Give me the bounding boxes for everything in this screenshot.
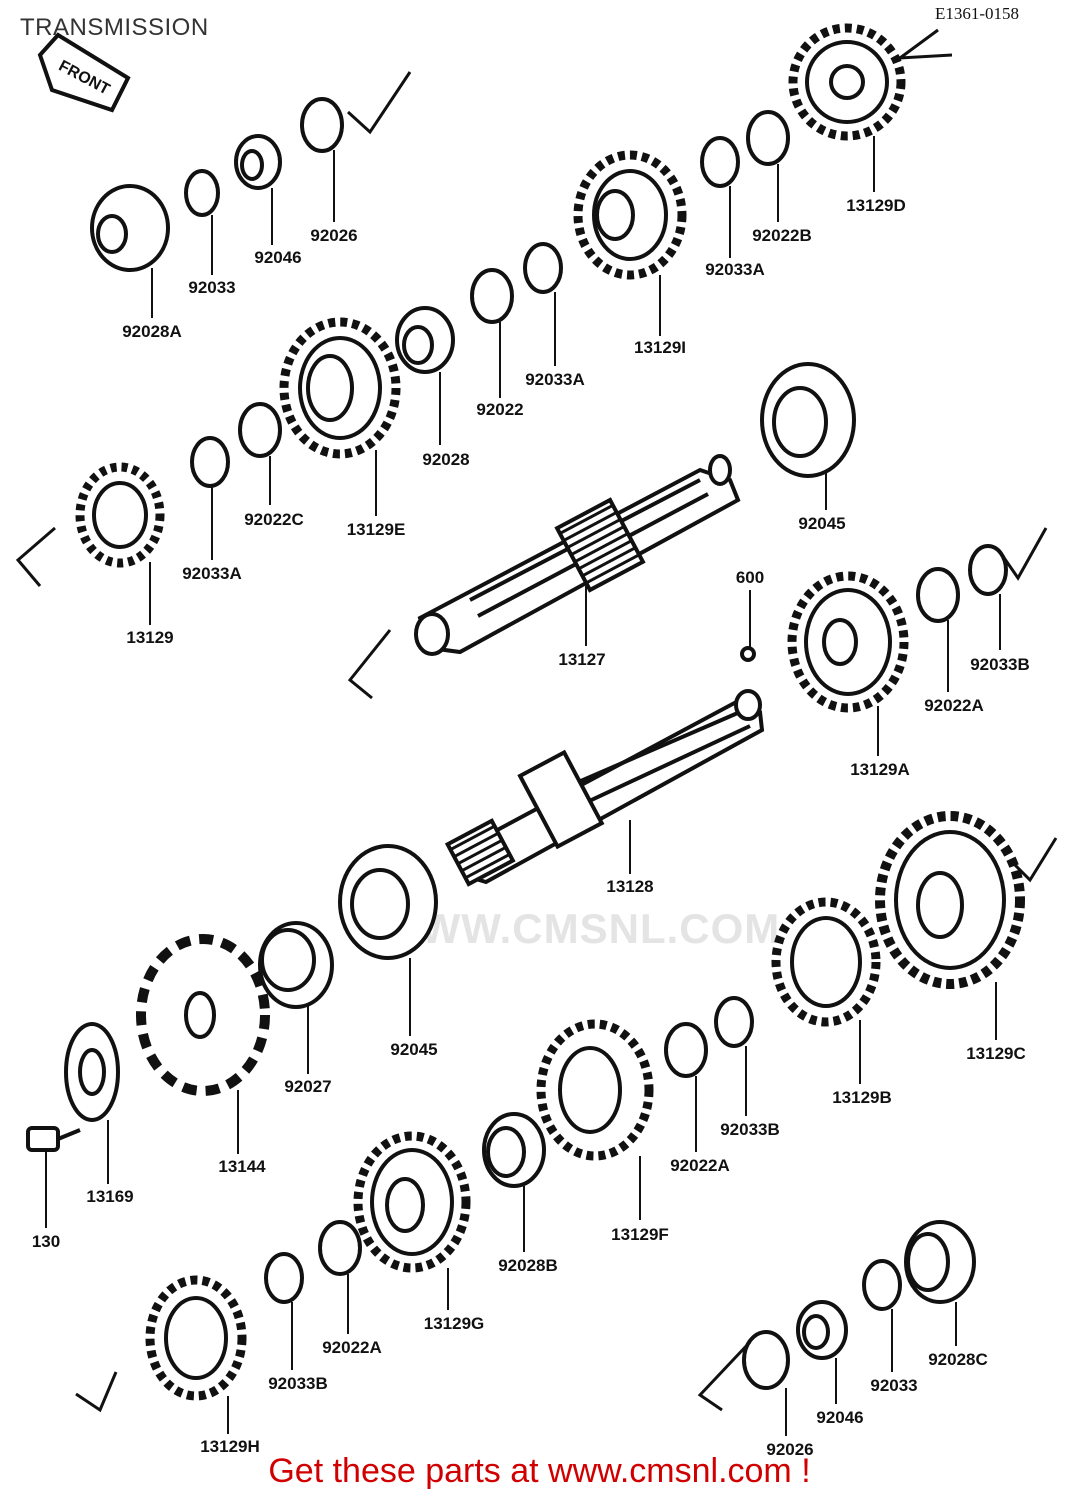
part-label: 92033A [705,260,765,279]
circlip-92033A-3 [190,436,230,488]
ball-bearing-92045-lower [338,844,438,960]
part-label: 92028C [928,1350,988,1369]
gear-13129A [787,571,909,713]
washer-92022A-1 [916,567,960,623]
washer-92026-lower [742,1330,790,1390]
part-label: 92022 [476,400,524,419]
gear-13129 [75,462,165,568]
bushing-92028B [482,1112,546,1188]
part-label: 13169 [86,1187,134,1206]
part-label: 13127 [558,650,606,669]
part-label: 92033B [970,655,1030,674]
part-label: 13129F [611,1225,669,1244]
watermark: WWW.CMSNL.COM [380,905,781,952]
ball-bearing-92045-upper [760,362,856,478]
part-label: 13129H [200,1437,260,1456]
part-label: 13128 [606,877,654,896]
gear-13129H [145,1275,247,1401]
shaft-13128 [444,689,765,887]
part-label: 13129C [966,1044,1026,1063]
front-arrow-icon: FRONT [37,32,131,113]
gear-13129I [573,150,687,280]
footer-cta-link[interactable]: Get these parts at www.cmsnl.com ! [268,1452,811,1490]
gear-13129F [536,1019,654,1161]
gear-13129D [788,23,906,141]
bushing-92028A [90,184,170,272]
part-label: 92026 [310,226,358,245]
gear-13144 [136,934,270,1096]
part-label: 13129A [850,760,910,779]
gear-13129B [771,897,881,1027]
part-label: 130 [31,1232,61,1251]
part-label: 92033A [525,370,585,389]
part-label: 13129 [126,628,174,647]
part-label: 92028B [498,1256,558,1275]
part-label: 13129I [634,338,686,357]
part-label: 92028A [122,322,182,341]
part-label: 92033 [188,278,236,297]
circlip-92033B-2 [714,996,754,1048]
plate-13169 [64,1022,120,1122]
washer-92022C [238,402,282,458]
part-label: 13129B [832,1088,892,1107]
leader-lines [45,136,1001,1436]
needle-bearing-92046-lower [796,1300,848,1360]
part-label: 92045 [798,514,846,533]
part-label: 92022B [752,226,812,245]
part-label: 13129G [423,1314,485,1333]
part-label: 92045 [390,1040,438,1059]
circlip-92033A-2 [523,242,563,294]
part-label: 13144 [218,1157,266,1176]
part-label: 92028 [422,450,470,469]
part-label: 92022C [244,510,304,529]
part-label: 13129D [846,196,906,215]
diagram-code: E1361-0158 [935,4,1020,23]
bolt-130 [26,1126,81,1152]
page-title: TRANSMISSION [20,14,209,41]
bushing-92028C [904,1220,976,1304]
part-label: 600 [735,568,765,587]
washer-92026 [300,97,344,153]
circlip-92033-lower [862,1259,902,1311]
washer-92022A-2 [664,1022,708,1078]
part-label: 92022A [924,696,984,715]
circlip-92033B-3 [264,1252,304,1304]
part-label: 92046 [254,248,302,267]
part-label: 92033B [720,1120,780,1139]
collar-92027 [258,921,334,1009]
part-label: 92046 [816,1408,864,1427]
gear-13129C [875,811,1025,989]
circlip-92033A-1 [700,136,740,188]
circlip-92033B-1 [968,544,1008,596]
axis-chevrons [15,28,1058,1413]
part-label: 92033A [182,564,242,583]
ball-600 [740,646,756,662]
part-label: 92027 [284,1077,332,1096]
washer-92022B [746,110,790,166]
circlip-92033 [184,169,220,217]
washer-92022A-3 [318,1220,362,1276]
gear-13129E [279,317,401,459]
bushing-92028 [395,306,455,374]
part-label: 92033 [870,1376,918,1395]
washer-92022 [470,268,514,324]
part-label: 13129E [346,520,406,539]
needle-bearing-92046 [234,134,282,190]
part-label: 92022A [322,1338,382,1357]
part-label: 92033B [268,1374,328,1393]
part-label: 92022A [670,1156,730,1175]
part-label: 92026 [766,1440,814,1459]
gear-13129G [353,1131,471,1273]
shaft-13127 [414,454,741,656]
